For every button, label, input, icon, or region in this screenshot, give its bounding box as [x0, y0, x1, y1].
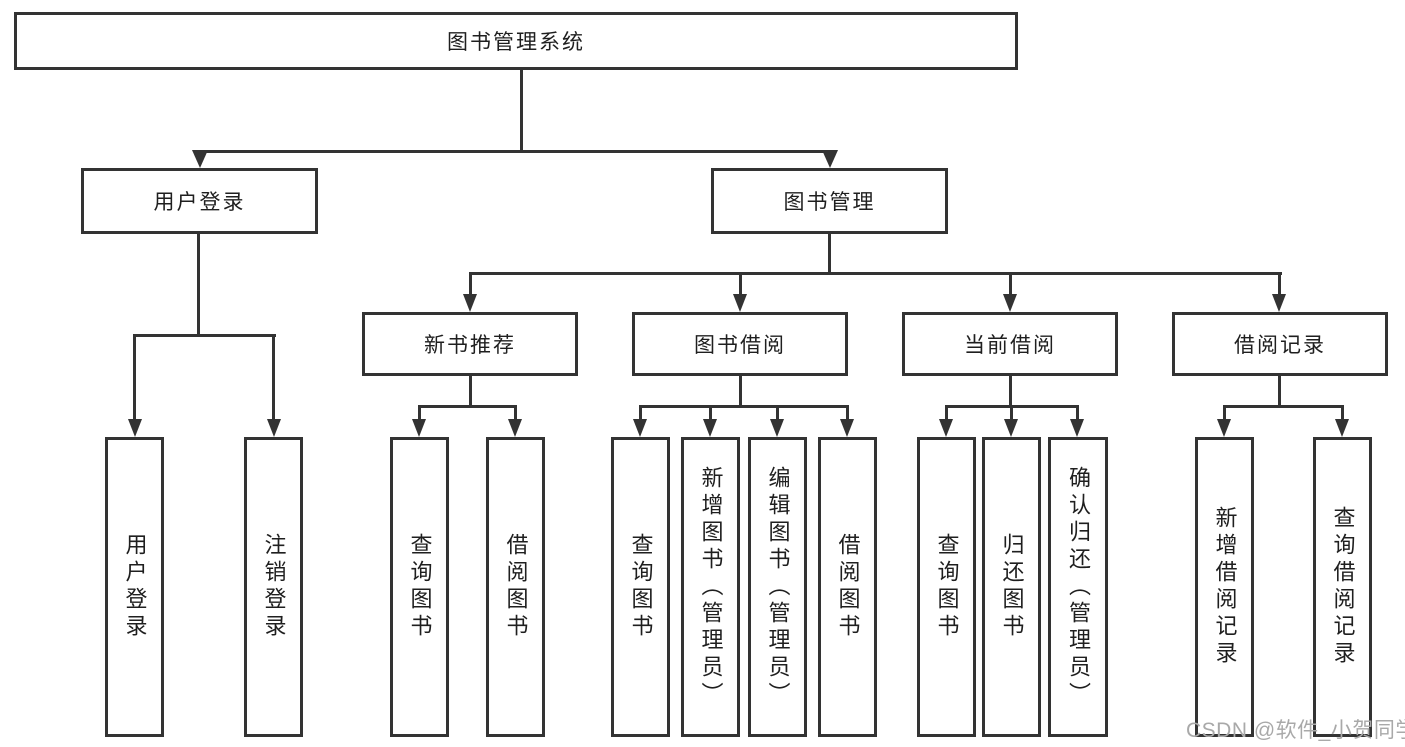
leaf-query-borrow-record: 查询借阅记录 [1313, 437, 1372, 737]
node-user-login: 用户登录 [81, 168, 318, 234]
leaf-return-books: 归还图书 [982, 437, 1041, 737]
arrow-down-icon [463, 294, 477, 312]
leaf-logout: 注销登录 [244, 437, 303, 737]
arrow-down-icon [1004, 419, 1018, 437]
connector-borrow-records-vertical [1278, 376, 1281, 408]
connector-borrow-records-horizontal [1223, 405, 1344, 408]
leaf-borrow-books-recommend: 借阅图书 [486, 437, 545, 737]
connector-level2-horizontal [198, 150, 832, 153]
connector-book-borrow-vertical [739, 376, 742, 408]
connector-stem [945, 405, 948, 421]
arrow-down-icon [267, 419, 281, 437]
node-borrow-records: 借阅记录 [1172, 312, 1388, 376]
connector-current-borrow-vertical [1009, 376, 1012, 408]
connector-book-mgmt-vertical [828, 234, 831, 275]
connector-stem [776, 405, 779, 421]
connector-stem [709, 405, 712, 421]
connector-stem [1076, 405, 1079, 421]
connector-stem [272, 334, 275, 421]
arrow-down-icon [1003, 294, 1017, 312]
node-current-borrow: 当前借阅 [902, 312, 1118, 376]
connector-stem [846, 405, 849, 421]
arrow-down-icon [939, 419, 953, 437]
arrow-down-icon [128, 419, 142, 437]
csdn-watermark: CSDN @软件_小贺同学 [1186, 719, 1405, 742]
arrow-down-icon [1070, 419, 1084, 437]
arrow-down-icon [822, 150, 838, 168]
leaf-query-books-borrow: 查询图书 [611, 437, 670, 737]
arrow-down-icon [703, 419, 717, 437]
node-root: 图书管理系统 [14, 12, 1018, 70]
arrow-down-icon [733, 294, 747, 312]
connector-stem [1223, 405, 1226, 421]
leaf-query-books-recommend: 查询图书 [390, 437, 449, 737]
connector-stem [1009, 275, 1012, 296]
leaf-add-borrow-record: 新增借阅记录 [1195, 437, 1254, 737]
leaf-query-books-current: 查询图书 [917, 437, 976, 737]
connector-new-book-horizontal [418, 405, 516, 408]
leaf-borrow-books: 借阅图书 [818, 437, 877, 737]
connector-stem [133, 334, 136, 421]
leaf-add-books-admin: 新增图书（管理员） [681, 437, 740, 737]
connector-book-borrow-horizontal [639, 405, 849, 408]
arrow-down-icon [412, 419, 426, 437]
connector-stem [639, 405, 642, 421]
arrow-down-icon [1335, 419, 1349, 437]
connector-user-login-horizontal [133, 334, 276, 337]
arrow-down-icon [1217, 419, 1231, 437]
connector-level3-horizontal [469, 272, 1282, 275]
node-book-management: 图书管理 [711, 168, 948, 234]
connector-stem [1010, 405, 1013, 421]
connector-root-vertical [520, 69, 523, 153]
connector-stem [469, 275, 472, 296]
arrow-down-icon [508, 419, 522, 437]
node-new-book-recommend: 新书推荐 [362, 312, 578, 376]
node-book-borrow: 图书借阅 [632, 312, 848, 376]
leaf-edit-books-admin: 编辑图书（管理员） [748, 437, 807, 737]
arrow-down-icon [633, 419, 647, 437]
connector-stem [418, 405, 421, 421]
connector-stem [1278, 275, 1281, 296]
connector-new-book-vertical [469, 376, 472, 408]
arrow-down-icon [1272, 294, 1286, 312]
arrow-down-icon [192, 150, 208, 168]
connector-stem [514, 405, 517, 421]
connector-user-login-vertical [197, 234, 200, 337]
arrow-down-icon [840, 419, 854, 437]
connector-stem [1341, 405, 1344, 421]
arrow-down-icon [770, 419, 784, 437]
leaf-user-login: 用户登录 [105, 437, 164, 737]
leaf-confirm-return-admin: 确认归还（管理员） [1048, 437, 1108, 737]
connector-stem [739, 275, 742, 296]
